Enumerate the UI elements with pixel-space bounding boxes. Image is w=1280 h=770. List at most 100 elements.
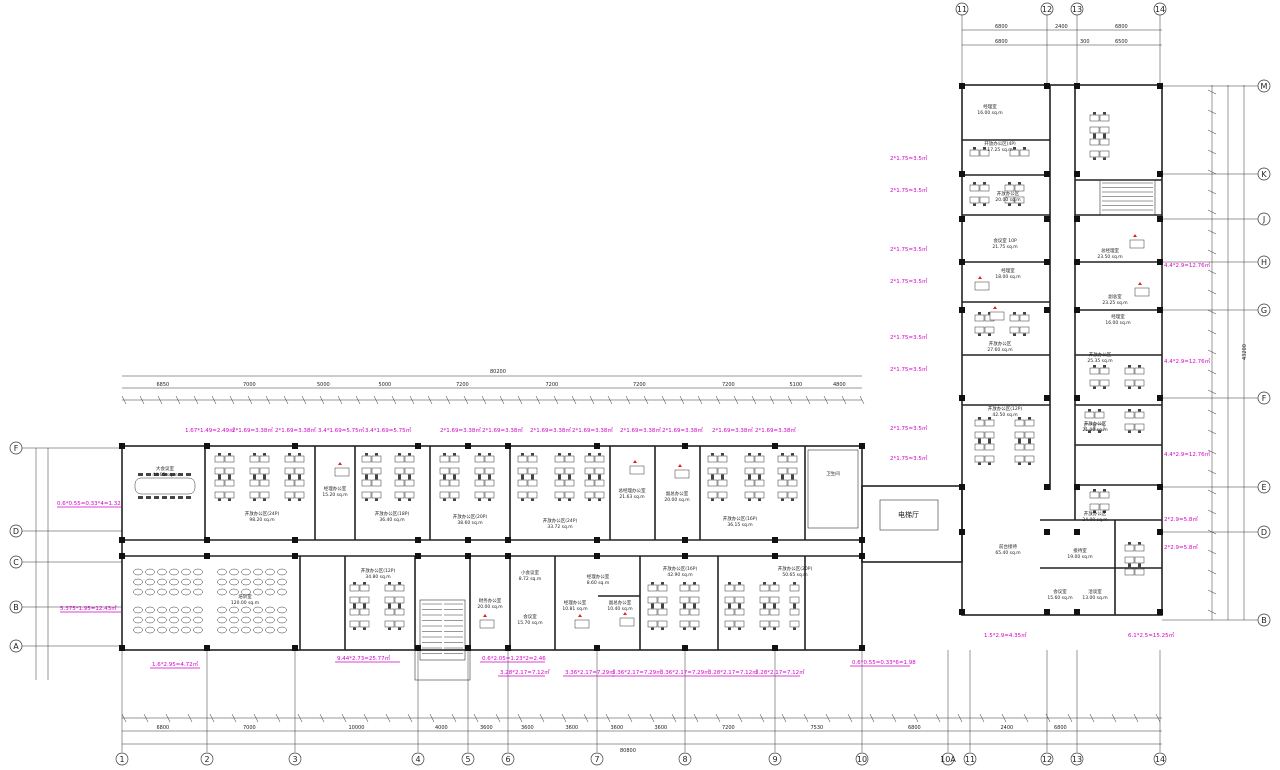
chair (1018, 441, 1021, 444)
bottom-annot-1: 1.5*2.9=4.35㎡ (984, 631, 1027, 639)
chair (558, 498, 561, 501)
tower-annot-1: 2*1.75=3.5㎡ (890, 154, 928, 162)
chair (408, 477, 411, 480)
dim-tick (957, 713, 963, 723)
chair (711, 477, 714, 480)
chair (408, 453, 411, 456)
chair (661, 627, 664, 630)
training-seat (169, 588, 179, 596)
chair (988, 333, 991, 336)
chair (1018, 438, 1021, 441)
desk (1089, 114, 1100, 122)
chair (388, 627, 391, 630)
room-mgr4-area: 8.60 sq.m (587, 580, 609, 586)
desk (517, 467, 528, 475)
chair (253, 474, 256, 477)
dim-tick (561, 713, 567, 723)
chair (693, 606, 696, 609)
column (859, 443, 865, 449)
chair (781, 477, 784, 480)
desk (449, 455, 460, 463)
column (959, 259, 965, 265)
top-dim-value: 7200 (546, 382, 559, 388)
desk (394, 620, 405, 628)
room-oo8-area: 50.65 sq.m (782, 572, 807, 578)
dim-tick (605, 713, 611, 723)
chair (1093, 489, 1096, 492)
desk (744, 455, 755, 463)
room-training-name: 培训室 (238, 593, 252, 600)
column (1157, 484, 1163, 490)
chair (1008, 182, 1011, 185)
desk (979, 149, 990, 157)
tower-dim2-3: 6500 (1115, 39, 1128, 45)
desk (657, 584, 668, 592)
training-seat (277, 616, 287, 624)
column (292, 443, 298, 449)
top-dim-value: 7200 (722, 382, 735, 388)
desk (1089, 503, 1100, 511)
column (1044, 171, 1050, 177)
chair (978, 312, 981, 315)
chair (1128, 409, 1131, 412)
desk (1019, 149, 1030, 157)
desk (1019, 314, 1030, 322)
dim-tick (1207, 129, 1217, 135)
room-t8-area: 23.50 sq.m (1097, 254, 1122, 260)
desk (984, 326, 995, 334)
chair (1138, 386, 1141, 389)
dim-tick (445, 395, 451, 405)
room-t9-area: 23.25 sq.m (1102, 300, 1127, 306)
chair (693, 627, 696, 630)
chair (721, 498, 724, 501)
dim-tick (535, 395, 541, 405)
desk (214, 479, 225, 487)
axis-bubble (1257, 480, 1271, 494)
training-seat (157, 626, 167, 634)
toilet-label: 卫生间 (826, 470, 840, 477)
desk (979, 196, 990, 204)
red-chair (678, 464, 682, 467)
desk (404, 479, 415, 487)
desk (974, 314, 985, 322)
column (959, 395, 965, 401)
chair (488, 477, 491, 480)
desk (594, 455, 605, 463)
top-dim-ticks (121, 395, 865, 405)
chair (1098, 430, 1101, 433)
desk (647, 608, 658, 616)
annotation-13: 2*1.69=3.38㎡ (232, 426, 273, 434)
axis-bubble (1257, 391, 1271, 405)
training-seat (193, 626, 203, 634)
chair (1138, 566, 1141, 569)
desk (449, 479, 460, 487)
dim-tick (935, 713, 941, 723)
chair (568, 453, 571, 456)
column (682, 537, 688, 543)
column (1074, 216, 1080, 222)
chair (521, 474, 524, 477)
desk (394, 596, 405, 604)
dim-tick (209, 713, 215, 723)
training-seat (229, 616, 239, 624)
conf-chair (138, 496, 143, 499)
tower-top-dims: 6800 2400 6800 6800 300 6500 (962, 24, 1162, 46)
axis-label-7: 7 (594, 755, 599, 764)
room-mgr2-area: 21.63 sq.m (619, 494, 644, 500)
chair (588, 453, 591, 456)
training-seat (145, 626, 155, 634)
chair (453, 498, 456, 501)
column (119, 537, 125, 543)
chair (453, 477, 456, 480)
column (415, 553, 421, 559)
column (594, 443, 600, 449)
desk (679, 596, 690, 604)
tower-annot-6: 2*1.75=3.5㎡ (890, 365, 928, 373)
chair (478, 474, 481, 477)
column (959, 307, 965, 313)
chair (253, 498, 256, 501)
right-annot-5: 2*2.9=5.8㎡ (1164, 543, 1198, 551)
desk (984, 443, 995, 451)
dim-tick (1207, 269, 1217, 275)
desk (384, 584, 395, 592)
